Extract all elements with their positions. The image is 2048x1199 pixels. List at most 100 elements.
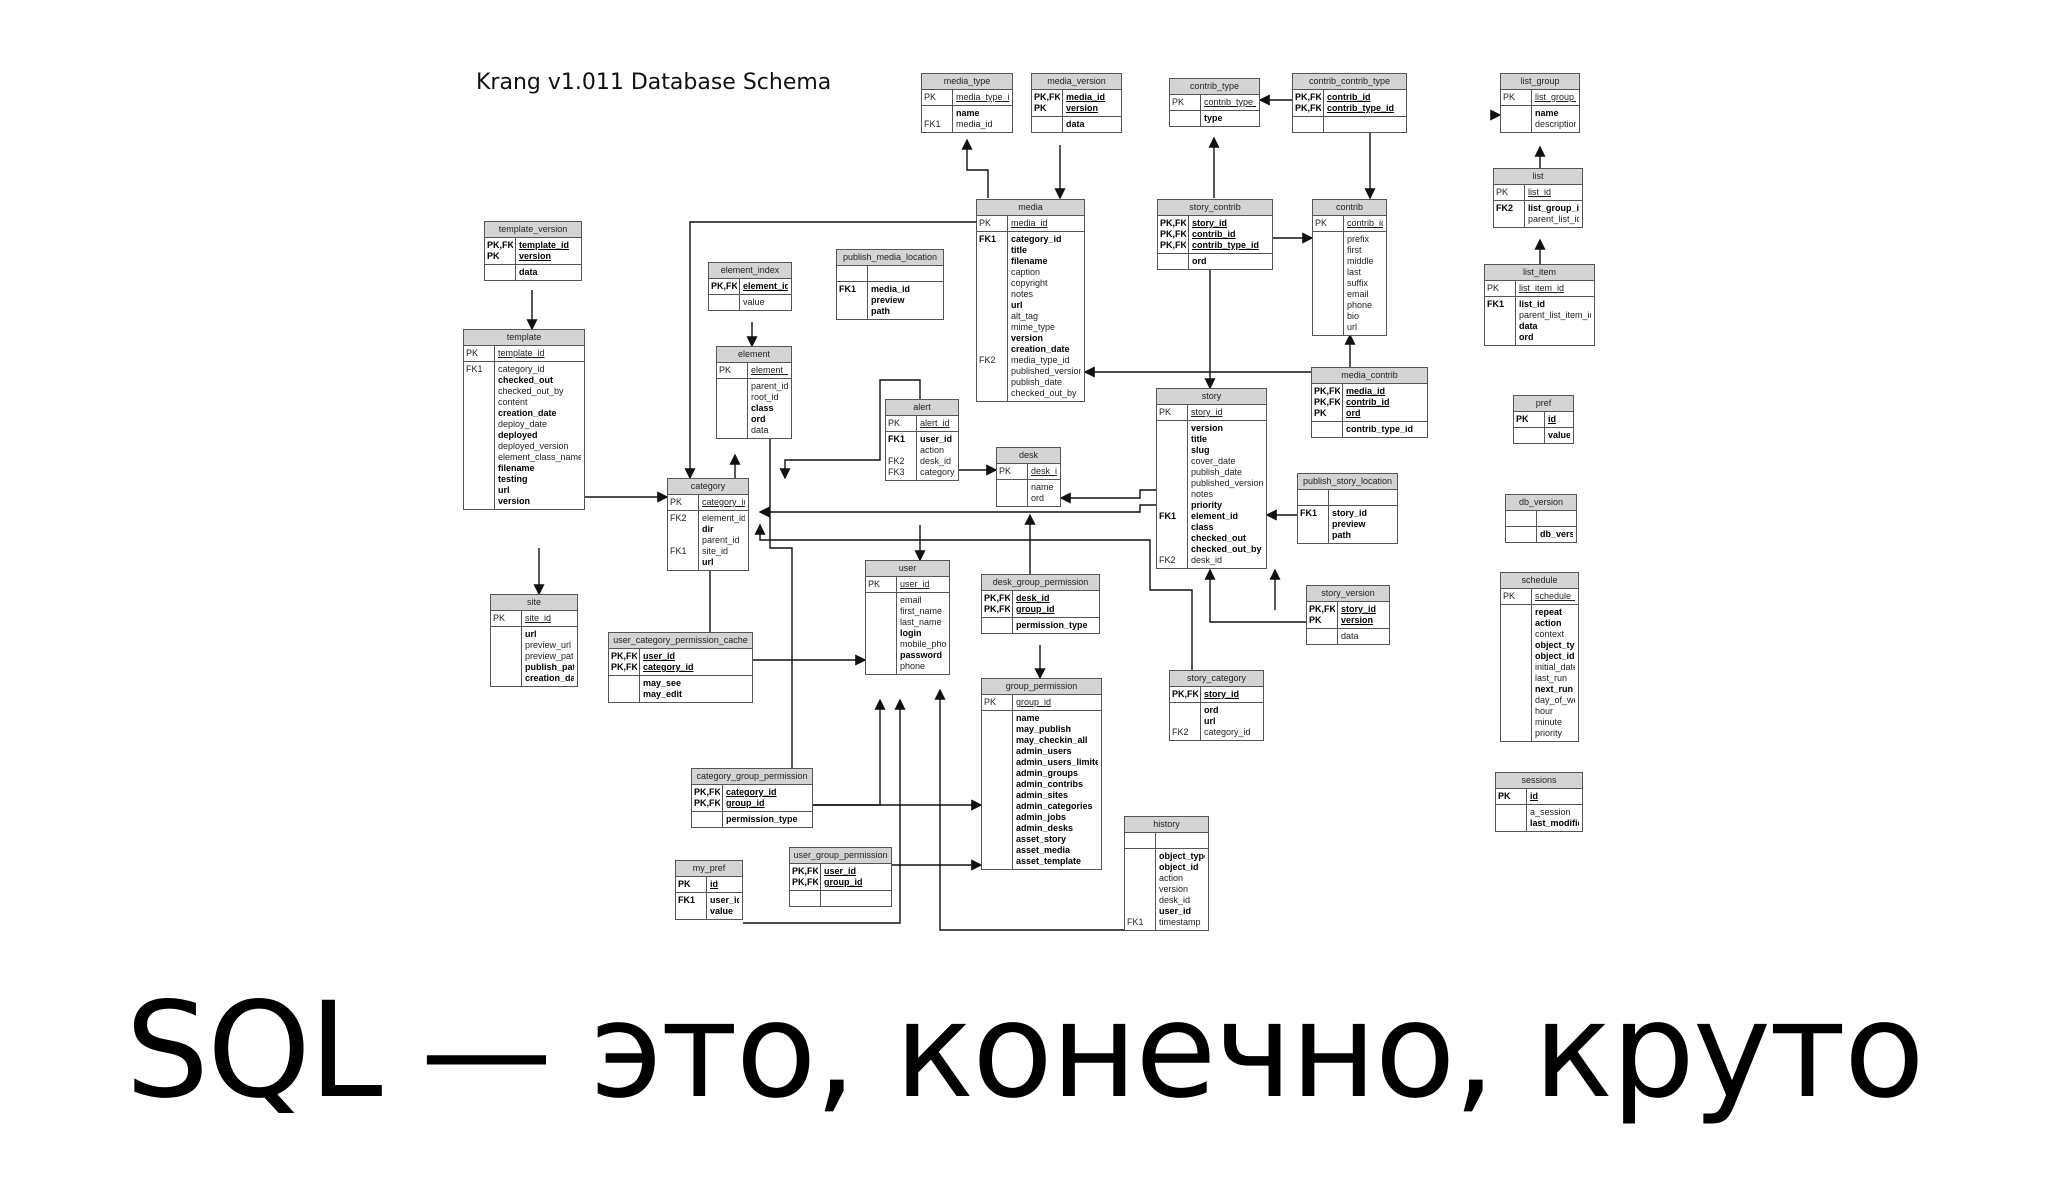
field-name: path xyxy=(1332,530,1351,540)
field-column: contrib_id xyxy=(1344,216,1386,231)
columns-section: data xyxy=(485,265,581,280)
table-desk-group-permission: desk_group_permissionPK,FK2PK,FK1desk_id… xyxy=(981,574,1100,634)
field-name: may_publish xyxy=(1016,724,1072,734)
key-label: FK1 xyxy=(670,546,687,556)
key-label xyxy=(984,812,1010,823)
key-column xyxy=(837,266,868,281)
key-label xyxy=(868,661,894,672)
table-header: element_index xyxy=(709,263,791,279)
key-label xyxy=(979,322,1005,333)
key-label xyxy=(979,311,1005,322)
key-label: PK xyxy=(924,92,937,102)
field-name: admin_users_limited xyxy=(1016,757,1098,767)
key-column: FK1 xyxy=(1298,506,1329,543)
key-label xyxy=(868,606,894,617)
key-label xyxy=(466,441,492,452)
field-name: list_id xyxy=(1528,187,1552,197)
key-label xyxy=(493,673,519,684)
key-column: PK xyxy=(1485,281,1516,296)
key-label xyxy=(868,650,894,661)
field-name: admin_contribs xyxy=(1016,779,1084,789)
field-name: contrib_id xyxy=(1327,92,1371,102)
key-label xyxy=(466,375,492,386)
field-name: admin_groups xyxy=(1016,768,1079,778)
field-name: media_id xyxy=(1346,386,1386,396)
key-label xyxy=(1172,113,1198,124)
field-name: last_name xyxy=(900,617,942,627)
key-label xyxy=(1159,489,1185,500)
field-column: id xyxy=(1545,412,1573,427)
key-label: PK xyxy=(670,497,683,507)
table-category-group-permission: category_group_permissionPK,FK1PK,FK2cat… xyxy=(691,768,813,828)
field-name: deployed xyxy=(498,430,538,440)
field-name: parent_list_id xyxy=(1528,214,1579,224)
key-label xyxy=(719,381,745,392)
key-label xyxy=(1503,651,1529,662)
key-column: PK xyxy=(977,216,1008,231)
key-column: PK xyxy=(491,611,522,626)
key-label: FK1 xyxy=(1300,508,1318,518)
field-name: desk_id xyxy=(1016,593,1050,603)
field-name: publish_date xyxy=(1191,467,1243,477)
columns-section: db_version xyxy=(1506,527,1576,542)
key-label xyxy=(1508,513,1534,524)
table-header: element xyxy=(717,347,791,363)
key-column xyxy=(485,265,516,280)
field-name: email xyxy=(1347,289,1369,299)
key-column: FK1 xyxy=(837,282,868,319)
field-name: contrib_type_id xyxy=(1204,97,1256,107)
field-name: user_id xyxy=(710,895,739,905)
key-label xyxy=(493,651,519,662)
field-name: data xyxy=(751,425,769,435)
field-name: last xyxy=(1347,267,1362,277)
key-label: FK1 xyxy=(888,434,906,444)
key-label xyxy=(711,297,737,308)
table-header: list_item xyxy=(1485,265,1594,281)
key-label: PK xyxy=(1503,591,1516,601)
key-label xyxy=(984,845,1010,856)
key-label: FK2 xyxy=(1159,555,1176,565)
key-column: PK,FK1PK,FK2 xyxy=(1293,90,1324,116)
key-column xyxy=(692,812,723,827)
table-user-group-permission: user_group_permissionPK,FK1PK,FK2user_id… xyxy=(789,847,892,907)
field-name: story_id xyxy=(1332,508,1368,518)
key-label: PK xyxy=(678,879,691,889)
table-header: site xyxy=(491,595,577,611)
field-name: user_id xyxy=(824,866,857,876)
key-label xyxy=(1159,533,1185,544)
key-column: FK2 xyxy=(1494,201,1525,227)
key-column xyxy=(1032,117,1063,132)
key-label xyxy=(1172,705,1198,716)
key-label: FK2 xyxy=(979,355,996,365)
field-name: content xyxy=(498,397,528,407)
field-name: title xyxy=(1191,434,1208,444)
relationship-arrow xyxy=(758,504,1156,518)
key-label: PK,FK1 xyxy=(792,866,818,876)
slide-caption: SQL — это, конечно, круто xyxy=(125,974,1924,1128)
field-name: first xyxy=(1347,245,1362,255)
field-name: list_id xyxy=(1519,299,1546,309)
key-label xyxy=(1315,256,1341,267)
field-name: login xyxy=(900,628,922,638)
key-label: PK xyxy=(1496,187,1509,197)
key-label: PK,FK1 xyxy=(1309,604,1335,614)
key-label xyxy=(1159,522,1185,533)
